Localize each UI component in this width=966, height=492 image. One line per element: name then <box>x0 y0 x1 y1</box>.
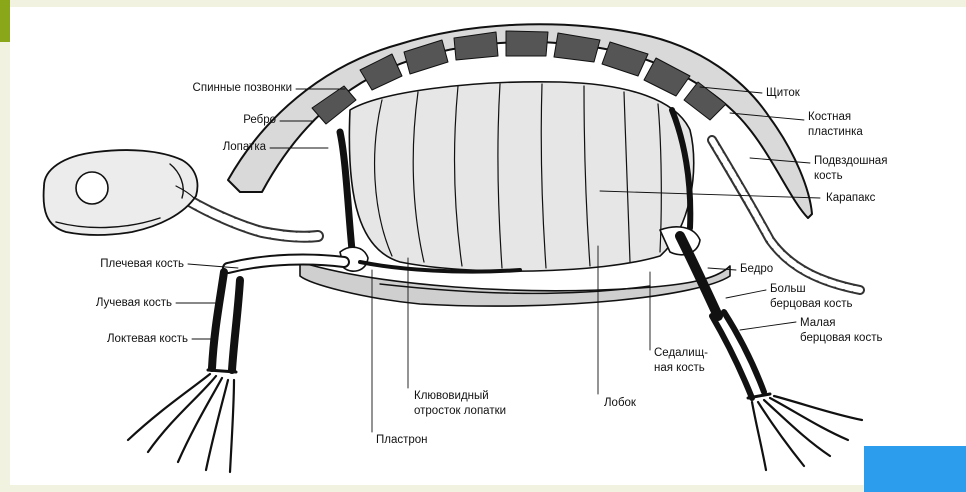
skull <box>44 150 198 235</box>
label-bony-plate-line1: Костная <box>808 111 851 124</box>
label-plastron: Пластрон <box>376 434 428 447</box>
label-tibia-line1: Больш <box>770 283 806 296</box>
slide-navigation-button[interactable] <box>864 446 966 492</box>
label-scute: Щиток <box>766 87 800 100</box>
label-pubis: Лобок <box>604 397 636 410</box>
label-ischium-line2: ная кость <box>654 362 705 375</box>
neck <box>188 200 318 237</box>
label-rib: Ребро <box>200 114 276 127</box>
label-ilium-line2: кость <box>814 170 843 183</box>
rib-cage <box>349 82 693 271</box>
label-fibula-line2: берцовая кость <box>800 332 882 345</box>
label-scapula: Лопатка <box>180 141 266 154</box>
label-ilium-line1: Подвздошная <box>814 155 887 168</box>
label-femur: Бедро <box>740 263 773 276</box>
label-carapace: Карапакс <box>826 192 875 205</box>
label-bony-plate-line2: пластинка <box>808 126 863 139</box>
label-coracoid-line1: Клювовидный <box>414 390 489 403</box>
label-dorsal-vertebrae: Спинные позвонки <box>140 82 292 95</box>
label-radius: Лучевая кость <box>50 297 172 310</box>
label-ulna: Локтевая кость <box>60 333 188 346</box>
label-humerus: Плечевая кость <box>60 258 184 271</box>
label-tibia-line2: берцовая кость <box>770 298 852 311</box>
label-fibula-line1: Малая <box>800 317 835 330</box>
label-coracoid-line2: отросток лопатки <box>414 405 506 418</box>
front-limb <box>128 260 344 472</box>
label-ischium-line1: Седалищ- <box>654 347 708 360</box>
